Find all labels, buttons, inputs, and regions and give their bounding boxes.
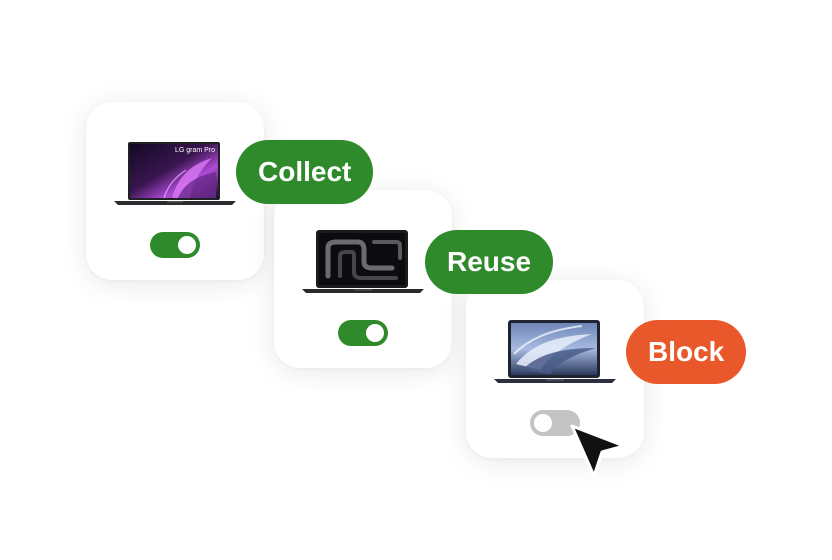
laptop-macbook-air-image	[492, 318, 618, 386]
reuse-toggle-switch[interactable]	[338, 320, 388, 346]
toggle-knob	[366, 324, 384, 342]
toggle-knob	[178, 236, 196, 254]
arrow-pointer-icon	[568, 418, 632, 482]
collect-toggle-switch[interactable]	[150, 232, 200, 258]
device-card-lg-gram: LG gram Pro	[86, 102, 264, 280]
device-card-macbook-pro	[274, 190, 452, 368]
device-card-macbook-air	[466, 280, 644, 458]
collect-label: Collect	[236, 140, 374, 204]
laptop-macbook-pro-image	[300, 228, 426, 296]
block-label: Block	[626, 320, 747, 384]
toggle-knob	[534, 414, 552, 432]
laptop-lg-gram-image: LG gram Pro	[112, 140, 238, 208]
block-toggle-switch[interactable]	[530, 410, 580, 436]
laptop-brand-text: LG gram Pro	[175, 147, 216, 154]
reuse-label: Reuse	[425, 230, 554, 294]
